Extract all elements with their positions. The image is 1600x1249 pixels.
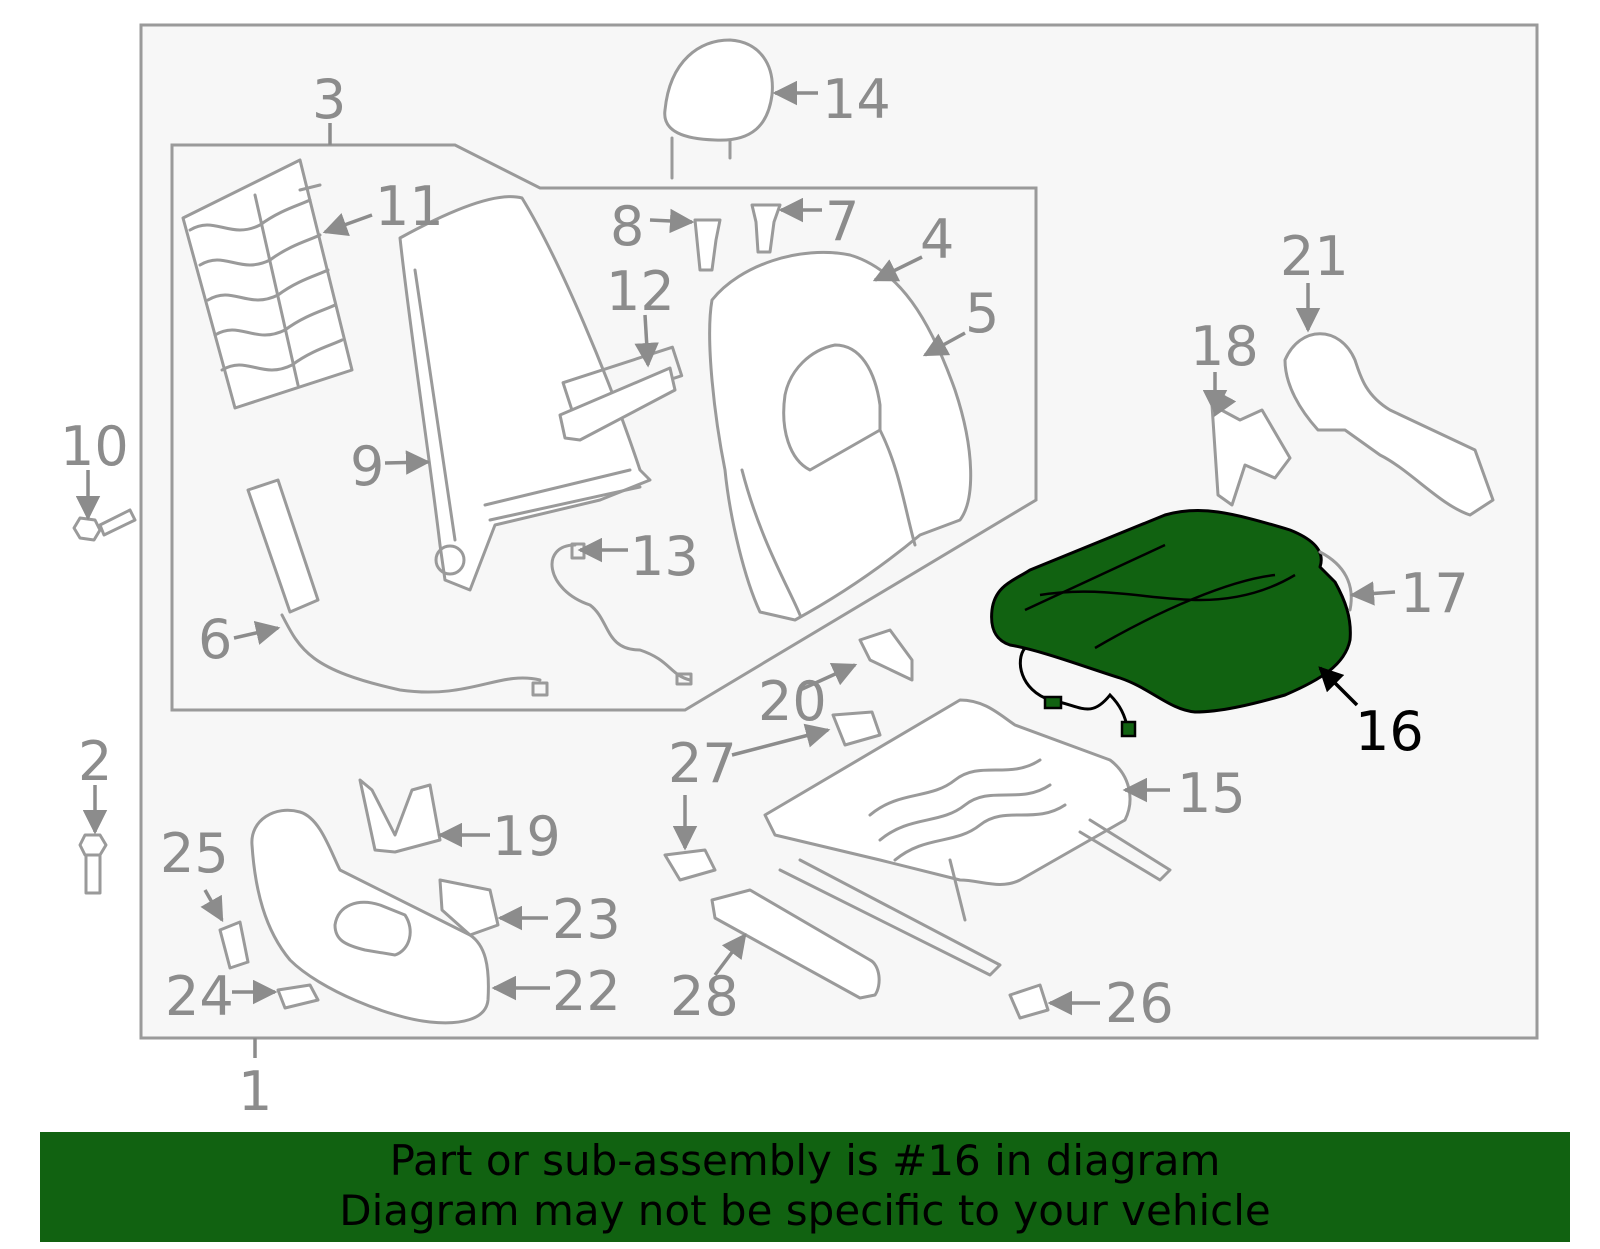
bolt-2-part — [78, 833, 108, 895]
callout-labels: 1 2 3 4 5 6 7 8 9 10 11 12 13 14 15 16 1… — [60, 68, 1469, 1123]
callout-15: 15 — [1177, 762, 1246, 825]
callout-9: 9 — [350, 435, 384, 498]
bracket-18-part — [1210, 403, 1292, 507]
seatback-subassembly-outline — [170, 143, 1038, 712]
callout-14: 14 — [822, 68, 891, 131]
callout-19: 19 — [492, 805, 561, 868]
callout-22: 22 — [552, 960, 621, 1023]
callout-21: 21 — [1280, 225, 1349, 288]
cushion-pad-seam-1 — [1024, 543, 1166, 612]
seatback-cover-part — [708, 250, 973, 622]
callout-1: 1 — [238, 1060, 272, 1123]
seatback-frame-part — [398, 195, 684, 592]
cushion-pad-seam-3 — [1039, 573, 1296, 602]
callout-11: 11 — [375, 175, 444, 238]
side-cover-21-part — [1283, 332, 1495, 517]
cushion-pad-connector-1 — [1043, 695, 1063, 710]
callout-20: 20 — [758, 670, 827, 733]
knob-25-part — [218, 920, 250, 970]
bolt-10-part — [72, 508, 137, 542]
callout-8: 8 — [610, 195, 644, 258]
side-shield-22-part — [250, 808, 490, 1025]
banner-line-1: Part or sub-assembly is #16 in diagram — [389, 1136, 1221, 1185]
clip-27b-part — [663, 848, 717, 882]
switch-23-part — [438, 878, 500, 937]
callout-16[interactable]: 16 — [1355, 700, 1424, 763]
callout-12: 12 — [606, 260, 675, 323]
callout-23: 23 — [552, 888, 621, 951]
info-banner: Part or sub-assembly is #16 in diagram D… — [40, 1132, 1570, 1242]
callout-17: 17 — [1400, 562, 1469, 625]
clip-27-part — [831, 710, 882, 747]
callout-5: 5 — [965, 282, 999, 345]
bracket-12-part — [558, 366, 677, 442]
cushion-pad-harness — [1018, 647, 1130, 731]
callout-18: 18 — [1190, 315, 1259, 378]
knob-24-part — [276, 983, 320, 1010]
callout-27: 27 — [668, 732, 737, 795]
bracket-19-part — [358, 778, 442, 854]
callout-28: 28 — [670, 965, 739, 1028]
callout-26: 26 — [1105, 972, 1174, 1035]
banner-line-2: Diagram may not be specific to your vehi… — [339, 1186, 1271, 1235]
headrest-part — [663, 38, 774, 180]
clip-8-part — [693, 218, 722, 272]
callout-25: 25 — [160, 822, 229, 885]
callout-3: 3 — [312, 68, 346, 131]
callout-24: 24 — [165, 965, 234, 1028]
rail-cover-28-part — [710, 888, 881, 1000]
leader-lines — [75, 80, 1396, 1016]
seat-cushion-frame-part — [763, 698, 1172, 977]
callout-13: 13 — [630, 525, 699, 588]
side-airbag-part — [246, 478, 549, 697]
callout-6: 6 — [198, 608, 232, 671]
callout-7: 7 — [825, 190, 859, 253]
callout-2: 2 — [78, 730, 112, 793]
callout-4: 4 — [920, 208, 954, 271]
cushion-pad-connector-2 — [1120, 720, 1137, 738]
callout-10: 10 — [60, 415, 129, 478]
bracket-20-part — [858, 628, 914, 682]
lumbar-grid-part — [181, 158, 354, 410]
